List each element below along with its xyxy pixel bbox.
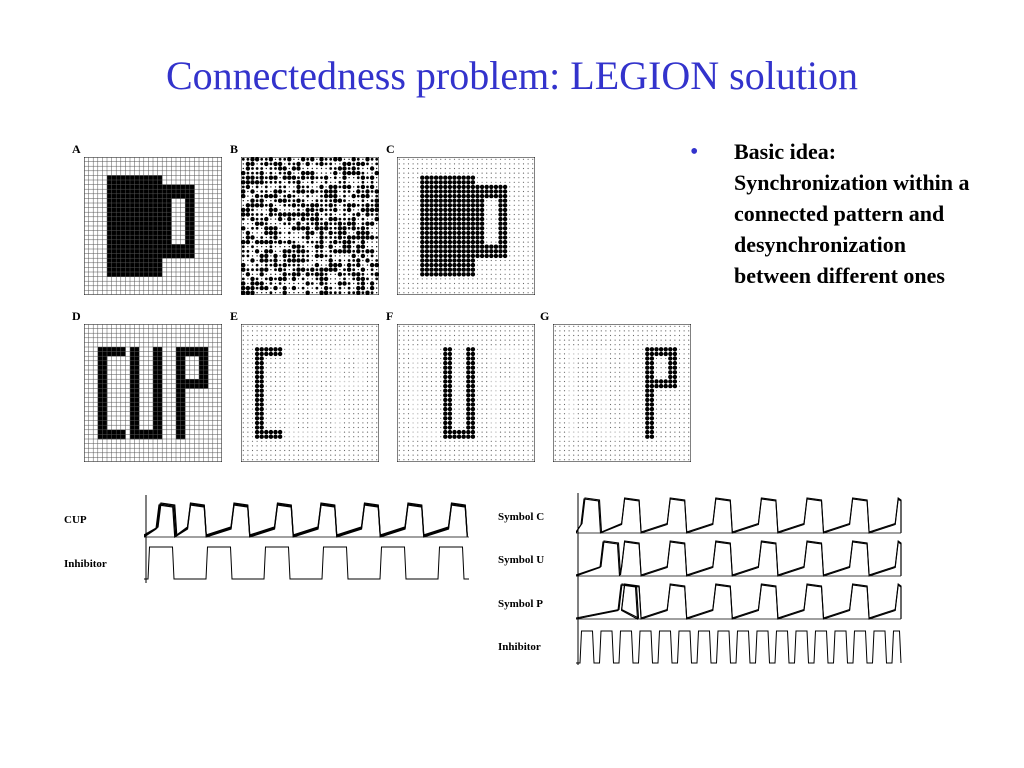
panel-label-g: G — [540, 309, 550, 323]
trace-label-cup: CUP — [64, 514, 87, 526]
panel-a-grid-cup — [84, 157, 222, 295]
bullet-dot-icon: • — [690, 139, 699, 165]
panel-c-dot-cup — [397, 157, 535, 295]
slide-title: Connectedness problem: LEGION solution — [165, 53, 859, 98]
left-oscillator-traces — [144, 495, 469, 583]
trace-label-symbol-p: Symbol P — [498, 598, 543, 610]
panel-label-c: C — [386, 142, 395, 156]
panel-label-e: E — [230, 309, 239, 323]
panel-label-a: A — [72, 142, 81, 156]
panel-label-f: F — [386, 309, 394, 323]
trace-label-inhibitor-left: Inhibitor — [64, 558, 107, 570]
right-oscillator-traces — [576, 493, 902, 665]
trace-label-symbol-c: Symbol C — [498, 511, 545, 523]
panel-b-random-dots — [241, 157, 379, 295]
panel-g-letter-p — [553, 324, 691, 462]
panel-label-d: D — [72, 309, 81, 323]
bullet-text: Basic idea: Synchronization within a con… — [734, 139, 970, 288]
trace-label-symbol-u: Symbol U — [498, 554, 545, 566]
panel-e-letter-c — [241, 324, 379, 462]
panel-d-grid-cup-word — [84, 324, 222, 462]
panel-label-b: B — [230, 142, 239, 156]
panel-f-letter-u — [397, 324, 535, 462]
trace-label-inhibitor-right: Inhibitor — [498, 641, 541, 653]
